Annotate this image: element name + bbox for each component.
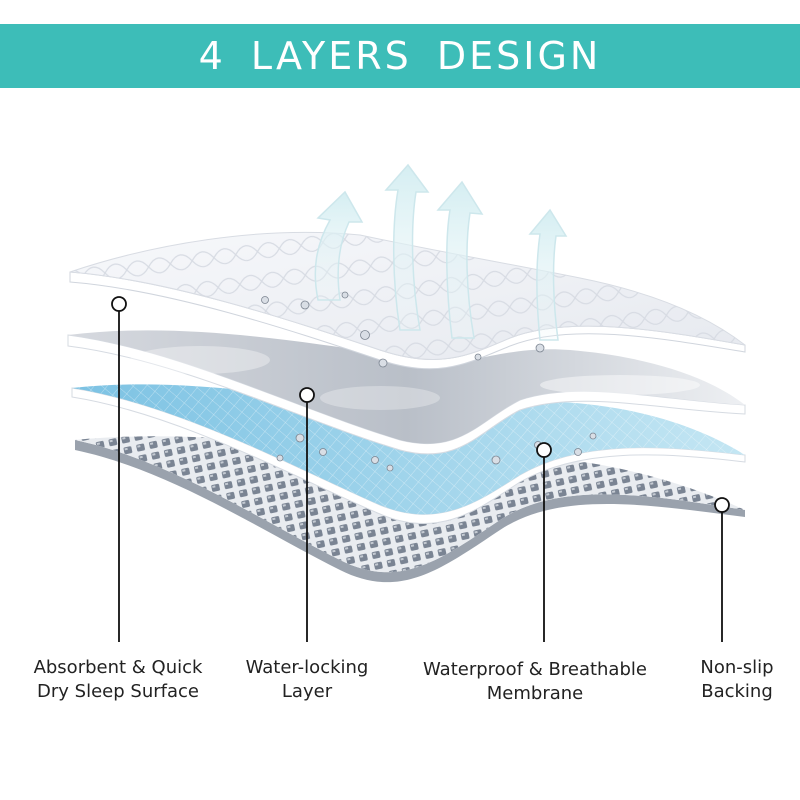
callout-marker-icon <box>714 497 730 513</box>
label-nonslip-backing: Non-slip Backing <box>678 656 796 704</box>
callout-marker-icon <box>111 296 127 312</box>
callout-marker-icon <box>299 387 315 403</box>
layer-water-locking <box>67 330 746 455</box>
label-line: Waterproof & Breathable <box>423 659 647 680</box>
label-line: Layer <box>281 681 333 702</box>
label-line: Membrane <box>486 683 584 704</box>
label-line: Absorbent & Quick <box>33 657 203 678</box>
label-waterproof-membrane: Waterproof & Breathable Membrane <box>404 658 666 706</box>
banner-title: 4 LAYERS DESIGN <box>198 34 602 78</box>
callout-lines <box>111 296 730 642</box>
label-line: Water-locking <box>245 657 369 678</box>
label-line: Backing <box>701 681 773 702</box>
vapor-arrow-icon <box>314 163 568 341</box>
label-water-locking: Water-locking Layer <box>222 656 392 704</box>
callout-marker-icon <box>536 442 552 458</box>
label-absorbent-surface: Absorbent & Quick Dry Sleep Surface <box>18 656 218 704</box>
label-line: Dry Sleep Surface <box>37 681 199 702</box>
water-droplet-icon <box>261 291 597 472</box>
label-line: Non-slip <box>700 657 774 678</box>
header-banner: 4 LAYERS DESIGN <box>0 24 800 88</box>
